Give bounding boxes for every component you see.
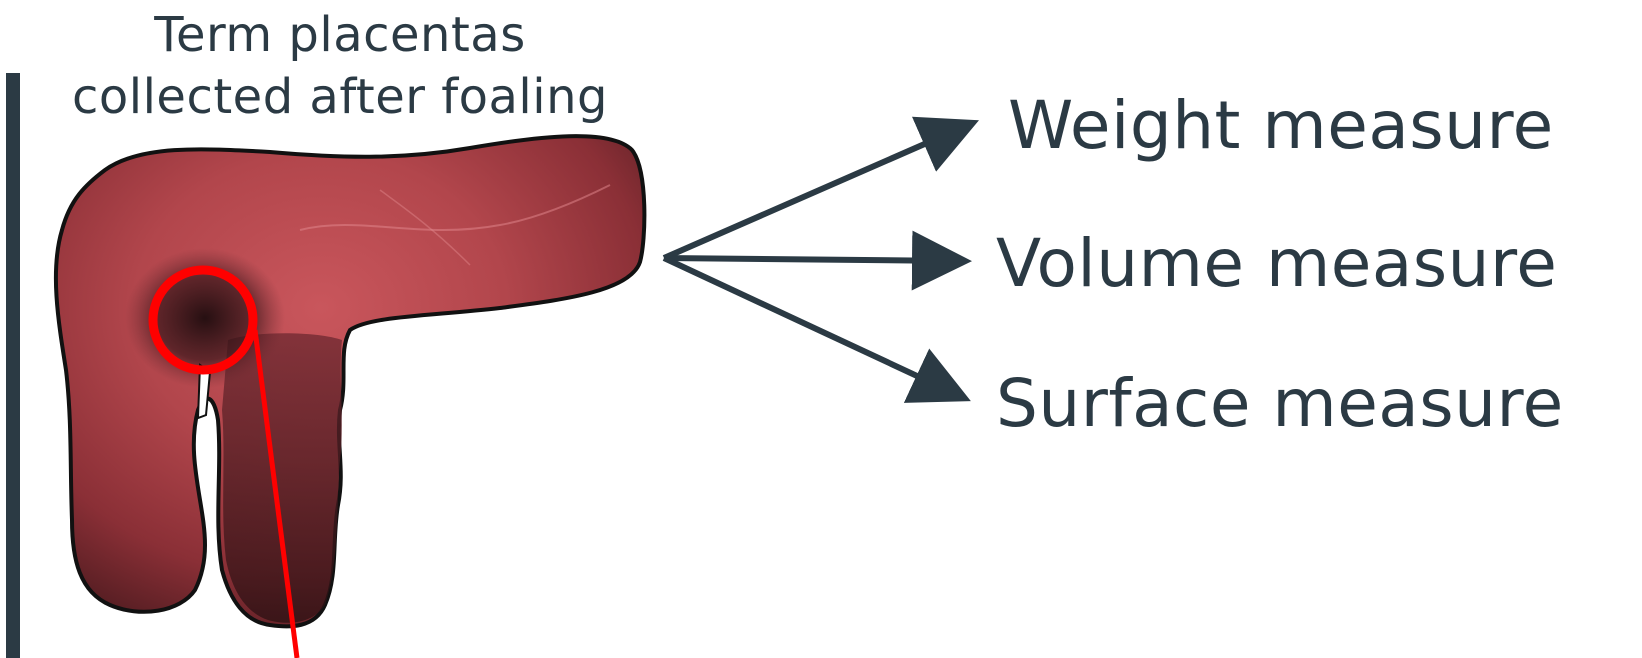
arrow-to-volume <box>664 258 960 261</box>
arrow-to-weight <box>664 125 968 258</box>
volume-measure-label: Volume measure <box>996 226 1557 302</box>
weight-measure-label: Weight measure <box>1008 88 1554 164</box>
surface-measure-label: Surface measure <box>996 366 1564 442</box>
arrow-to-surface <box>664 258 960 396</box>
